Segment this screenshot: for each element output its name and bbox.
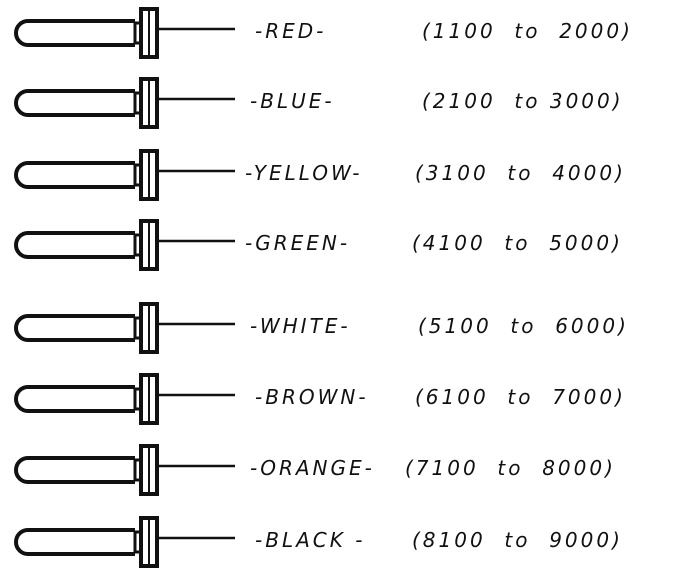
row-green: -GREEN- (4100 to 5000) bbox=[0, 215, 686, 275]
range-label: (7100 to 8000) bbox=[405, 456, 616, 480]
probe-icon bbox=[14, 149, 235, 201]
range-label: (1100 to 2000) bbox=[422, 19, 633, 43]
probe-icon bbox=[14, 302, 235, 354]
color-label: -GREEN- bbox=[245, 231, 351, 255]
row-yellow: -YELLOW- (3100 to 4000) bbox=[0, 145, 686, 205]
range-label: (2100 to 3000) bbox=[422, 89, 624, 113]
range-label: (4100 to 5000) bbox=[412, 231, 623, 255]
color-label: -BLACK - bbox=[255, 528, 366, 552]
probe-icon bbox=[14, 373, 235, 425]
range-label: (5100 to 6000) bbox=[418, 314, 629, 338]
probe-icon bbox=[14, 219, 235, 271]
range-label: (6100 to 7000) bbox=[415, 385, 626, 409]
probe-icon bbox=[14, 516, 235, 568]
range-label: (8100 to 9000) bbox=[412, 528, 623, 552]
probe-icon bbox=[14, 444, 235, 496]
row-white: -WHITE- (5100 to 6000) bbox=[0, 298, 686, 358]
color-label: -YELLOW- bbox=[245, 161, 363, 185]
color-label: -RED- bbox=[255, 19, 327, 43]
color-label: -BROWN- bbox=[255, 385, 369, 409]
color-label: -ORANGE- bbox=[250, 456, 375, 480]
color-label: -WHITE- bbox=[250, 314, 351, 338]
row-orange: -ORANGE- (7100 to 8000) bbox=[0, 440, 686, 500]
row-blue: -BLUE- (2100 to 3000) bbox=[0, 73, 686, 133]
color-label: -BLUE- bbox=[250, 89, 335, 113]
probe-icon bbox=[14, 7, 235, 59]
probe-icon bbox=[14, 77, 235, 129]
range-label: (3100 to 4000) bbox=[415, 161, 626, 185]
row-brown: -BROWN- (6100 to 7000) bbox=[0, 369, 686, 429]
row-red: -RED- (1100 to 2000) bbox=[0, 3, 686, 63]
row-black: -BLACK - (8100 to 9000) bbox=[0, 512, 686, 572]
